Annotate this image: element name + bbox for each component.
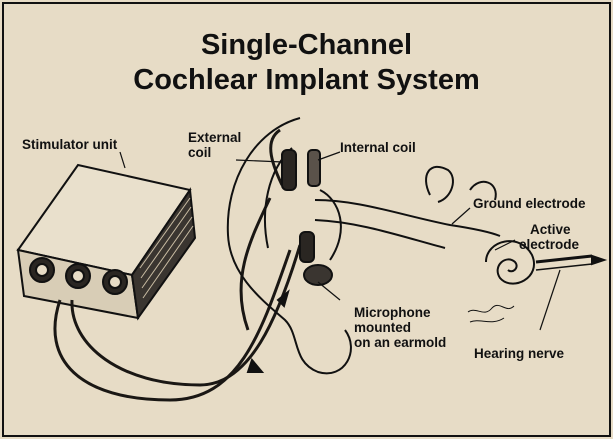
- artist-signature: [468, 305, 514, 322]
- label-hearing-nerve: Hearing nerve: [474, 346, 564, 361]
- stimulator-leader: [120, 152, 125, 168]
- label-external-coil-1: External: [188, 130, 241, 145]
- microphone-drawing: [300, 232, 340, 300]
- label-leaders: [452, 208, 515, 250]
- label-external-coil-2: coil: [188, 145, 211, 160]
- label-ground-electrode: Ground electrode: [473, 196, 586, 211]
- stimulator-unit-drawing: [18, 165, 195, 318]
- label-active-electrode-1: Active: [530, 222, 571, 237]
- label-active-electrode-2: electrode: [519, 237, 579, 252]
- label-stimulator-unit: Stimulator unit: [22, 137, 117, 152]
- label-microphone-2: mounted: [354, 320, 411, 335]
- coil-drawing: [236, 150, 340, 190]
- label-microphone-1: Microphone: [354, 305, 431, 320]
- label-microphone-3: on an earmold: [354, 335, 446, 350]
- label-internal-coil: Internal coil: [340, 140, 416, 155]
